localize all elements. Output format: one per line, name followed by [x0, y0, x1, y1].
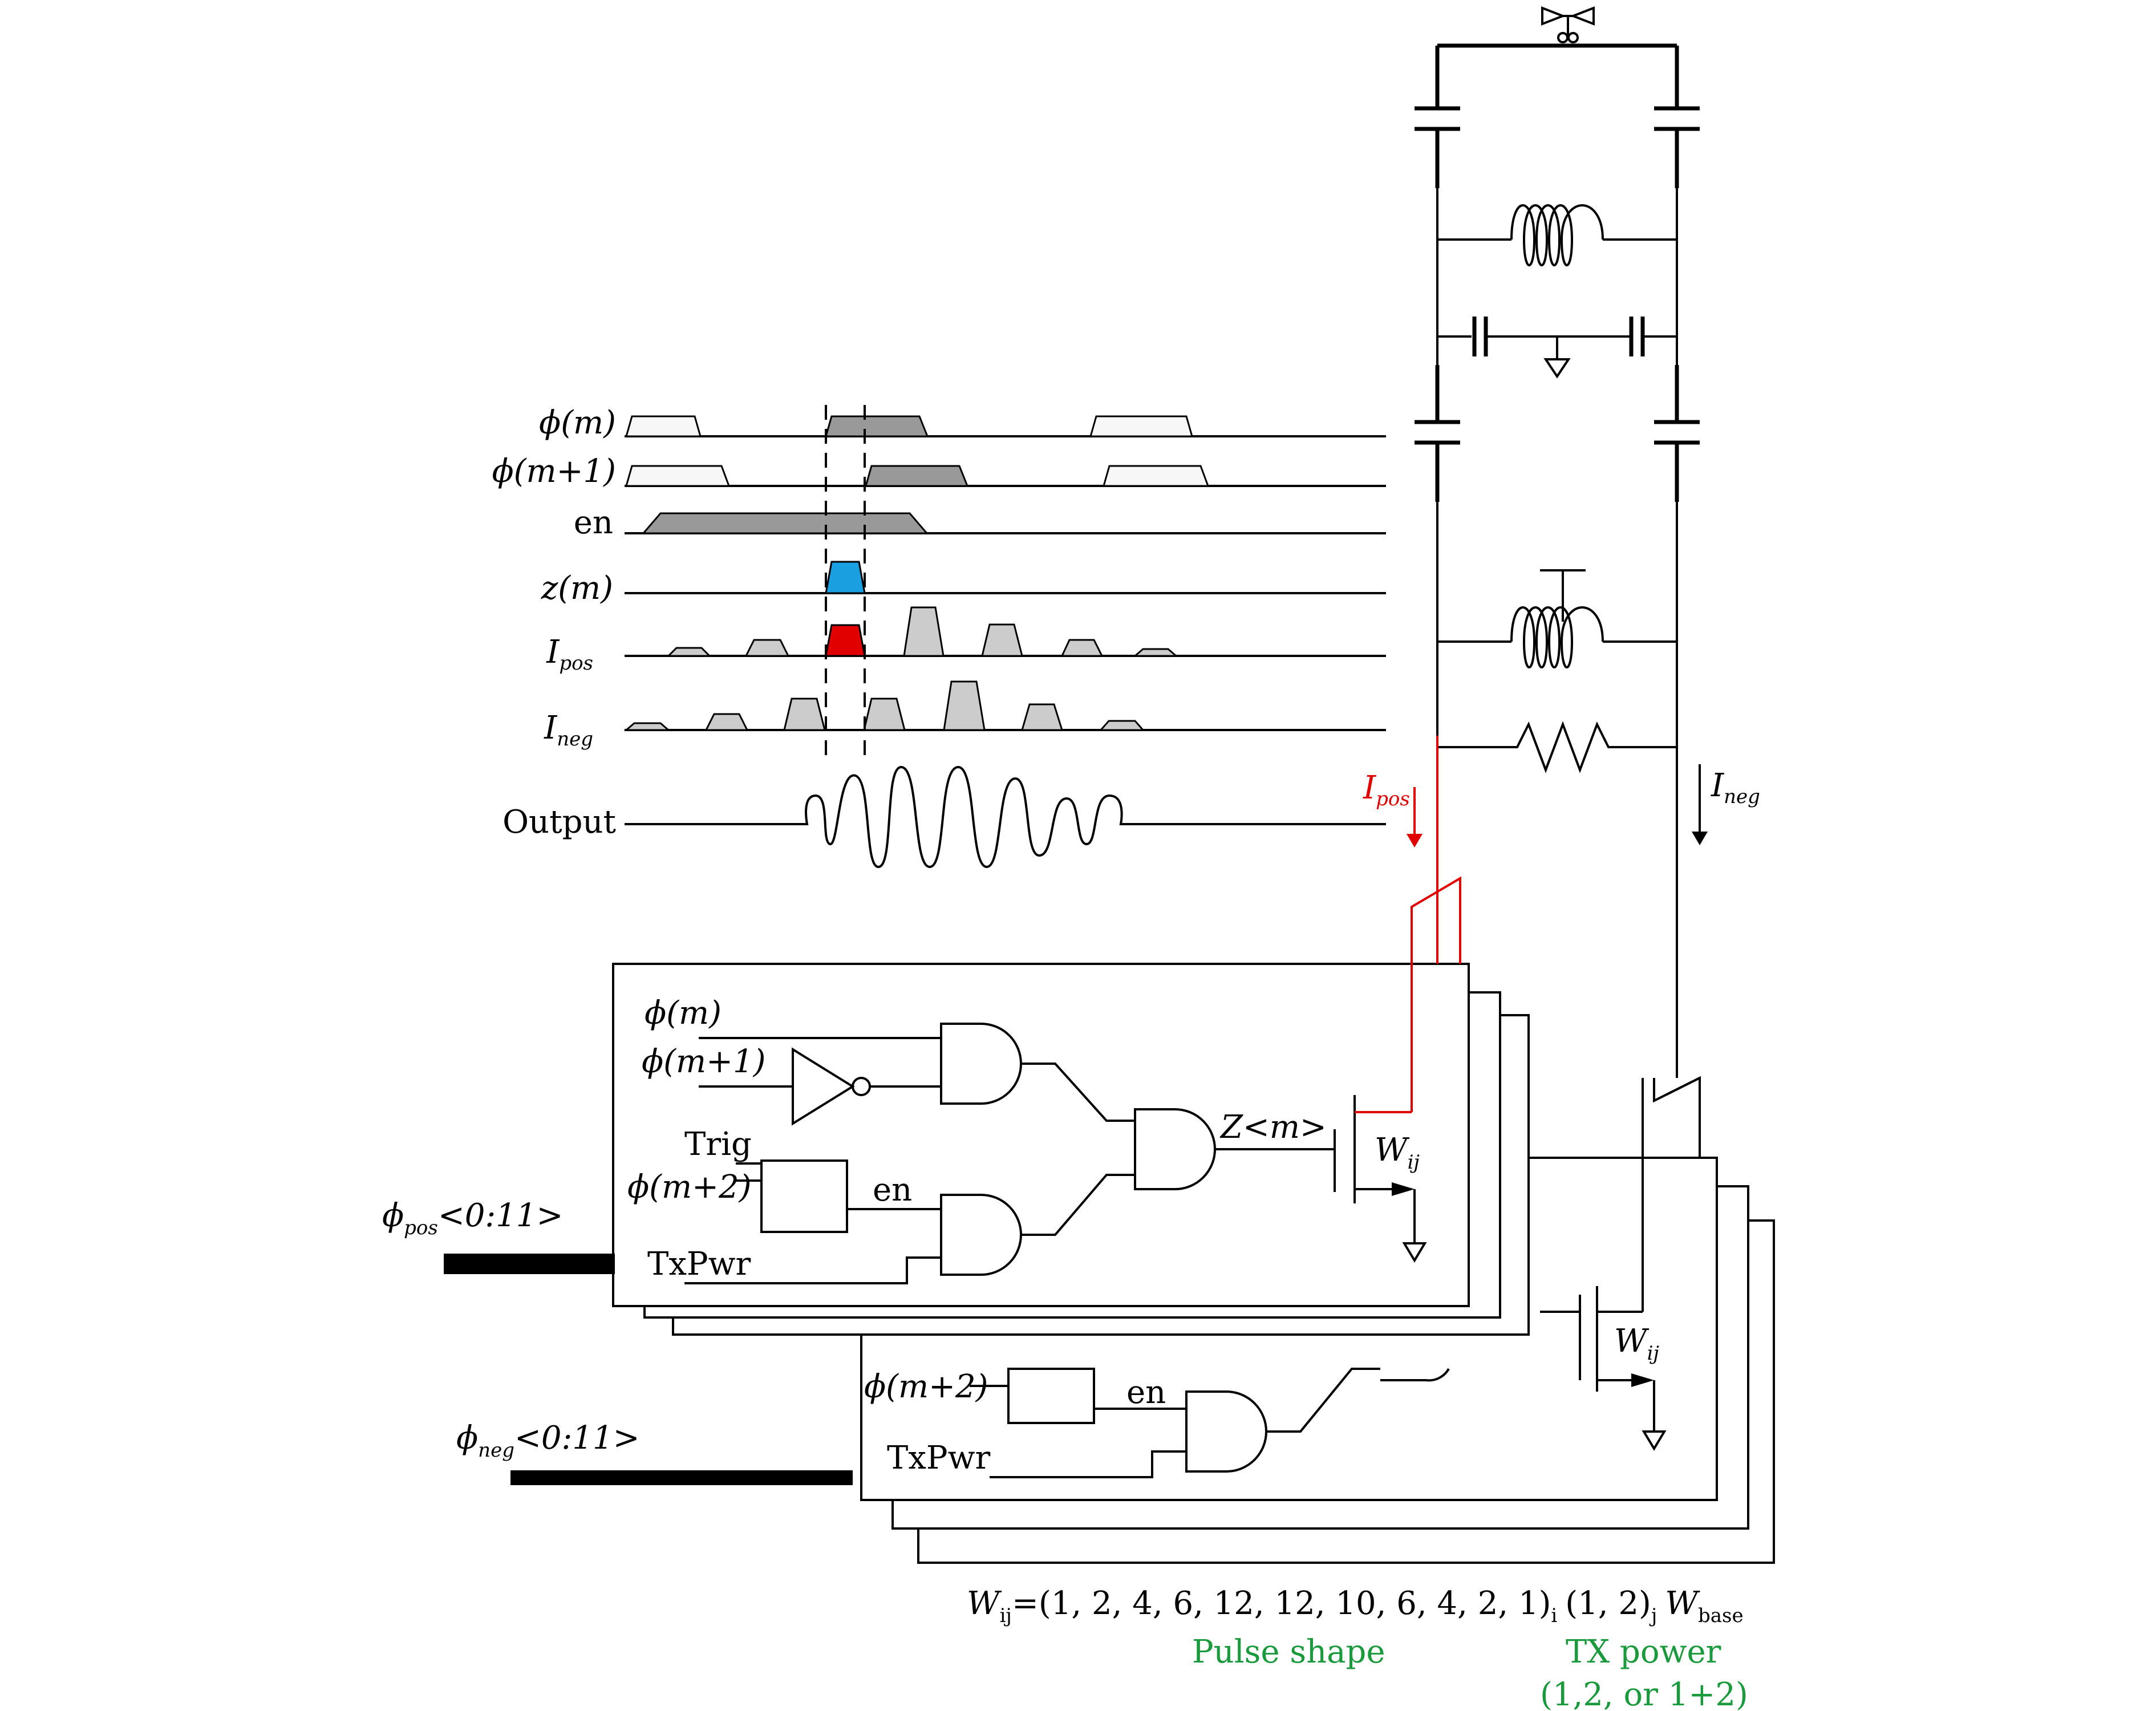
pos-transistor-icon: [1334, 1095, 1427, 1263]
phi-m-pulse: [825, 415, 929, 437]
pos-input-phi-m: ϕ(m): [645, 995, 722, 1032]
ineg-pulse: [783, 698, 826, 731]
signal-label-phi-m: ϕ(m): [539, 404, 616, 441]
ineg-pulse: [704, 713, 749, 731]
pos-bus-label: ϕpos<0:11>: [382, 1197, 563, 1239]
ipos-pulse: [744, 639, 790, 657]
neg-w-label: Wij: [1614, 1323, 1659, 1365]
signal-label-output: Output: [502, 804, 616, 841]
pos-en-label: en: [873, 1171, 912, 1209]
ipos-pulse: [903, 606, 945, 657]
ineg-pulse: [1099, 720, 1145, 731]
z-m-pulse: [825, 561, 866, 594]
tx-options-note: (1,2, or 1+2): [1540, 1676, 1748, 1711]
and-gate-3-icon: [1134, 1108, 1216, 1190]
pos-board-content: ϕ(m) ϕ(m+1) Trig ϕ(m+2) en TxPwr Z<m>: [627, 876, 1461, 1284]
neg-board-content: ϕ(m+2) en TxPwr Wij: [860, 1072, 1718, 1501]
timing-diagram: ϕ(m) ϕ(m+1) en z(m) Ipos Ineg Output: [492, 404, 1386, 869]
output-waveform: [625, 765, 1386, 869]
ipos-pulse: [666, 647, 712, 657]
ipos-current-label: Ipos: [1363, 769, 1410, 810]
inverter-icon: [792, 1047, 855, 1126]
signal-label-en: en: [574, 504, 613, 541]
ipos-pulse: [1132, 648, 1179, 657]
phi-m-pulse: [625, 415, 702, 437]
and-gate-1-icon: [940, 1023, 1022, 1105]
neg-transistor-icon: [1540, 1078, 1667, 1451]
varactor-pair-icon: [1437, 317, 1677, 379]
ineg-pulse: [863, 698, 906, 731]
neg-trigger-block: [1007, 1368, 1095, 1424]
pos-input-phi-m1: ϕ(m+1): [642, 1043, 766, 1080]
center-tap-inductor-icon: [1437, 569, 1677, 668]
neg-phase-bus[interactable]: [510, 1470, 853, 1485]
phi-m1-pulse: [865, 465, 969, 487]
signal-label-z-m: z(m): [541, 570, 613, 607]
phi-m-pulse: [1089, 415, 1193, 437]
pos-z-label: Z<m>: [1219, 1109, 1327, 1146]
signal-label-phi-m1: ϕ(m+1): [492, 453, 616, 490]
signal-label-ipos: Ipos: [546, 634, 593, 675]
pos-trigger-block: [760, 1159, 848, 1233]
neg-bus-label: ϕneg<0:11>: [456, 1420, 640, 1462]
tx-power-note: TX power: [1566, 1633, 1721, 1671]
pos-w-label: Wij: [1375, 1132, 1420, 1174]
pos-board-front: [612, 963, 1530, 1336]
ipos-pulse: [1060, 639, 1104, 657]
pulse-shape-note: Pulse shape: [1192, 1633, 1385, 1671]
pos-input-phi-m2: ϕ(m+2): [627, 1169, 752, 1206]
ineg-pulse: [1021, 703, 1064, 731]
neg-input-phi-m2: ϕ(m+2): [864, 1368, 988, 1405]
signal-label-ineg: Ineg: [544, 709, 593, 751]
neg-and-gate-icon: [1185, 1390, 1267, 1473]
pos-phase-bus[interactable]: [444, 1254, 615, 1274]
phi-m1-pulse: [625, 465, 731, 487]
resistor-icon: [1437, 721, 1677, 773]
weight-formula: Wij=(1, 2, 4, 6, 12, 12, 10, 6, 4, 2, 1)…: [967, 1585, 1744, 1627]
ipos-pulse: [825, 624, 866, 657]
en-pulse: [641, 512, 929, 534]
neg-txpwr-label: TxPwr: [887, 1440, 991, 1477]
ineg-pulse: [943, 680, 986, 731]
antenna-icon: [1541, 6, 1595, 43]
pos-trig-label: Trig: [684, 1126, 752, 1163]
lc-tank: Ipos Ineg: [1363, 6, 1760, 1078]
neg-en-label: en: [1126, 1374, 1166, 1411]
phi-m1-pulse: [1103, 465, 1210, 487]
and-gate-2-icon: [940, 1194, 1022, 1276]
ineg-pulse: [623, 722, 671, 731]
pos-txpwr-label: TxPwr: [647, 1246, 751, 1283]
inductor-1-icon: [1437, 204, 1677, 266]
ipos-pulse: [981, 623, 1023, 657]
ineg-current-label: Ineg: [1711, 767, 1760, 808]
